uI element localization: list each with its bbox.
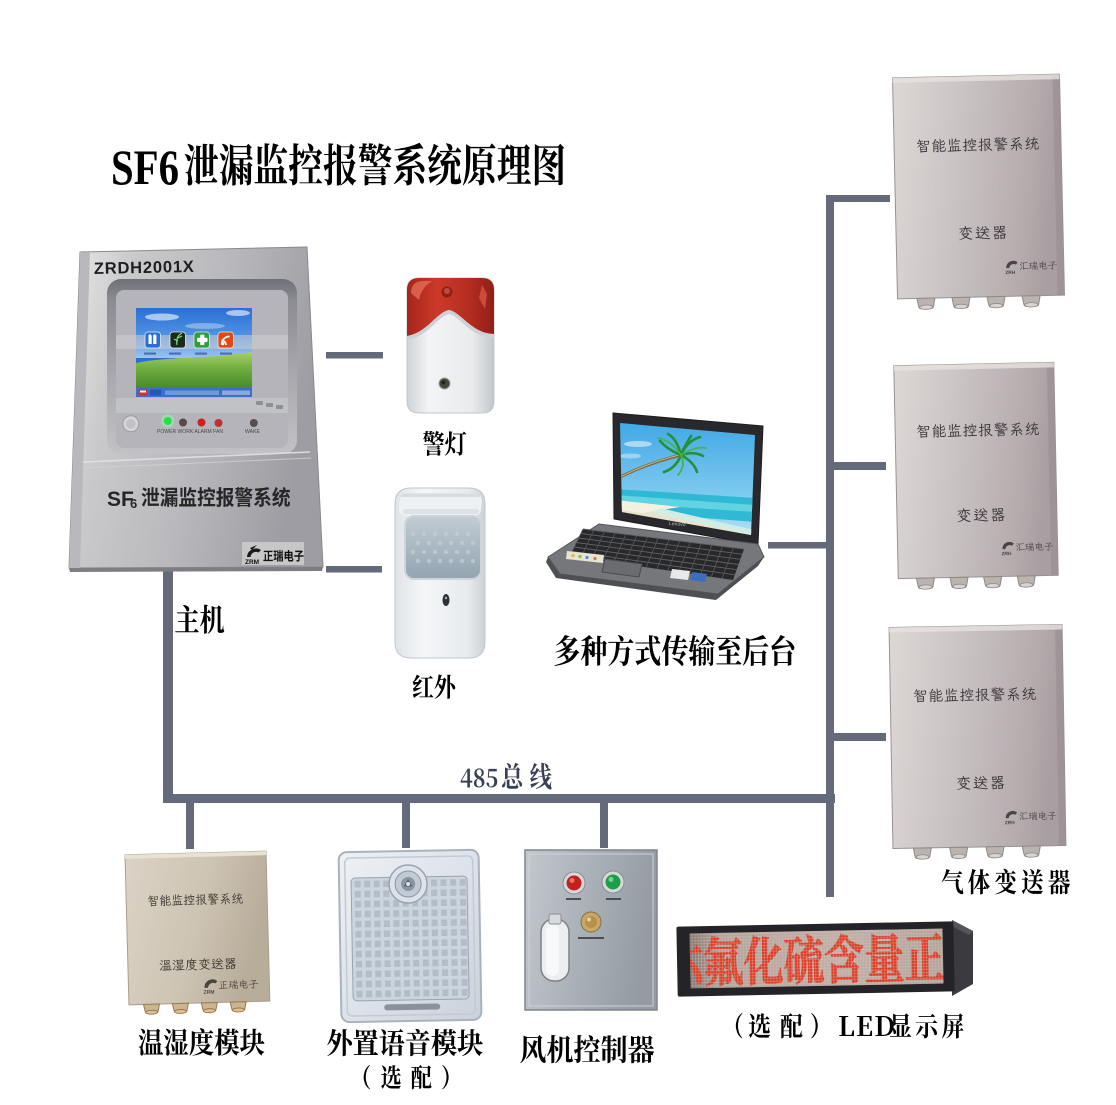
svg-text:SF: SF	[107, 488, 134, 511]
svg-text:ZRH: ZRH	[1001, 551, 1012, 557]
svg-text:POWER WORK ALARM FAN: POWER WORK ALARM FAN	[157, 429, 223, 435]
svg-text:ZRM: ZRM	[204, 990, 215, 996]
svg-text:ZRH: ZRH	[1005, 270, 1016, 276]
svg-text:WAKE: WAKE	[245, 429, 260, 435]
svg-text:Lenovo: Lenovo	[669, 521, 686, 528]
svg-text:ZRM: ZRM	[245, 559, 259, 566]
svg-text:6: 6	[130, 496, 137, 511]
svg-text:ZRDH2001X: ZRDH2001X	[94, 258, 195, 278]
svg-text:SF6: SF6	[111, 139, 179, 195]
svg-text:ZRH: ZRH	[1005, 820, 1015, 826]
